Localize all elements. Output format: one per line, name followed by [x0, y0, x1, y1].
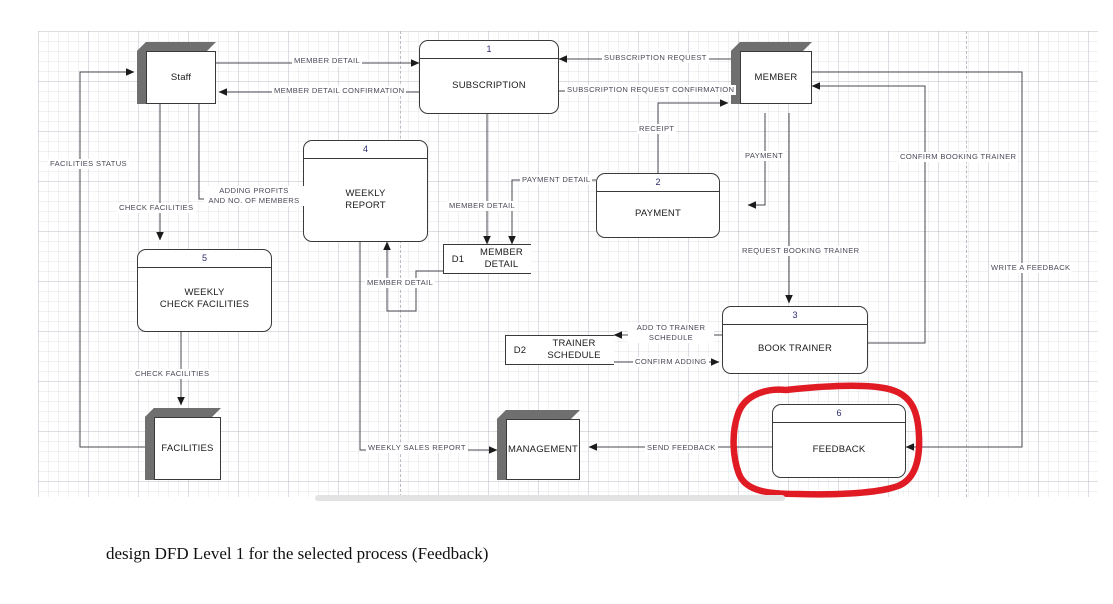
horizontal-scrollbar[interactable]: [315, 495, 785, 501]
entity-side-face: [145, 408, 154, 480]
flow-label-member-detail-store: MEMBER DETAIL: [447, 201, 518, 211]
flow-label-confirm-booking-trainer: CONFIRM BOOKING TRAINER: [898, 152, 1019, 162]
entity-top-face: [497, 410, 580, 419]
page-break-guide-2: [966, 31, 967, 497]
datastore-code: D1: [451, 253, 465, 265]
flow-label-send-feedback: SEND FEEDBACK: [645, 443, 718, 453]
process-feedback[interactable]: 6 FEEDBACK: [772, 404, 906, 478]
process-payment-label: PAYMENT: [635, 208, 681, 220]
entity-side-face: [731, 42, 740, 104]
entity-staff-label: Staff: [146, 51, 216, 104]
flow-label-receipt: RECEIPT: [637, 124, 677, 134]
flow-label-write-a-feedback: WRITE A FEEDBACK: [989, 263, 1073, 273]
entity-management[interactable]: MANAGEMENT: [497, 410, 580, 480]
flow-label-member-detail: MEMBER DETAIL: [292, 56, 363, 66]
process-subscription-label: SUBSCRIPTION: [452, 79, 526, 91]
entity-top-face: [145, 408, 221, 417]
entity-management-label: MANAGEMENT: [506, 419, 580, 480]
process-subscription[interactable]: 1 SUBSCRIPTION: [419, 40, 559, 114]
process-number: 5: [138, 250, 271, 268]
datastore-code: D2: [513, 344, 527, 356]
process-feedback-label: FEEDBACK: [812, 443, 866, 455]
entity-facilities[interactable]: FACILITIES: [145, 408, 221, 480]
entity-member-label: MEMBER: [740, 51, 812, 104]
entity-facilities-label: FACILITIES: [154, 417, 221, 480]
process-number: 2: [597, 174, 719, 192]
page-break-guide-1: [400, 31, 401, 497]
flow-label-member-detail-report: MEMBER DETAIL: [365, 278, 436, 288]
process-number: 6: [773, 405, 905, 423]
flow-label-request-booking-trainer: REQUEST BOOKING TRAINER: [740, 246, 862, 256]
flow-label-subscription-request-confirmation: SUBSCRIPTION REQUEST CONFIRMATION: [565, 85, 737, 95]
flow-label-facilities-status: FACILITIES STATUS: [48, 159, 129, 169]
flow-label-check-facilities-top: CHECK FACILITIES: [117, 203, 196, 213]
flow-label-member-detail-confirmation: MEMBER DETAIL CONFIRMATION: [272, 86, 407, 96]
process-book-trainer[interactable]: 3 BOOK TRAINER: [722, 306, 868, 374]
entity-staff[interactable]: Staff: [137, 42, 216, 104]
page-caption: design DFD Level 1 for the selected proc…: [106, 544, 489, 563]
flow-label-confirm-adding: CONFIRM ADDING: [633, 357, 709, 367]
process-number: 4: [304, 141, 427, 159]
entity-top-face: [137, 42, 216, 51]
flow-label-weekly-sales-report: WEEKLY SALES REPORT: [366, 443, 468, 453]
entity-member[interactable]: MEMBER: [731, 42, 812, 104]
flow-label-payment: PAYMENT: [743, 151, 786, 161]
entity-side-face: [497, 410, 506, 480]
flow-label-check-facilities-bottom: CHECK FACILITIES: [133, 369, 212, 379]
process-number: 3: [723, 307, 867, 325]
flow-label-payment-detail: PAYMENT DETAIL: [520, 175, 593, 185]
process-payment[interactable]: 2 PAYMENT: [596, 173, 720, 238]
process-book-trainer-label: BOOK TRAINER: [757, 342, 833, 354]
entity-side-face: [137, 42, 146, 104]
red-highlight-annotation: [730, 382, 923, 498]
process-number: 1: [420, 41, 558, 59]
entity-top-face: [731, 42, 812, 51]
flow-label-subscription-request: SUBSCRIPTION REQUEST: [602, 53, 709, 63]
